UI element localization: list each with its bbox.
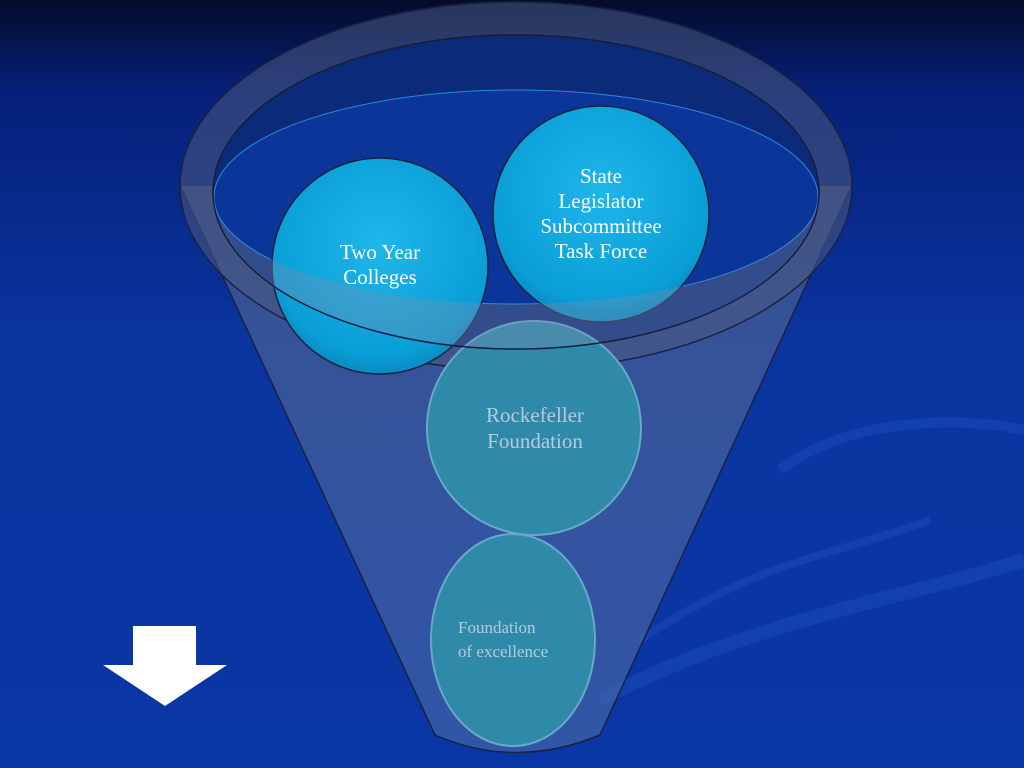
circle-rockefeller-foundation [426,320,642,536]
circle-state-legislator [492,105,710,323]
rockefeller-foundation-label: Rockefeller Foundation [486,403,584,453]
foundation-of-excellence-label: Foundation of excellence [458,618,549,661]
down-arrow-icon [103,626,227,706]
state-legislator-label: State Legislator Subcommittee Task Force [540,164,662,263]
two-year-colleges-label: Two Year Colleges [339,240,421,289]
circle-foundation-of-excellence [430,533,596,747]
background-swirl [596,417,1024,707]
rim-edge [212,34,820,350]
rim-overlay [214,197,818,349]
circle-two-year-colleges [271,157,489,375]
